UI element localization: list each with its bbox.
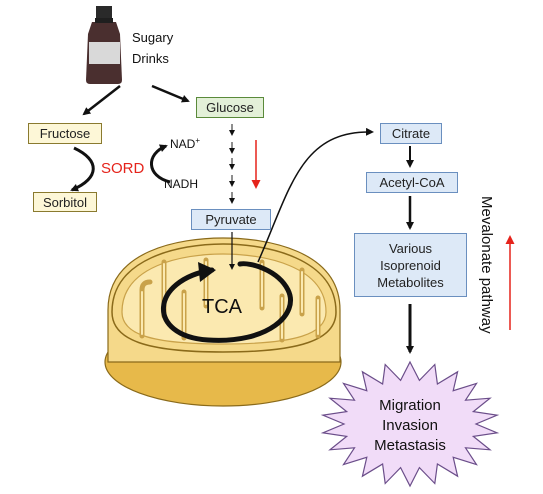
- arrow-drinks-glucose: [151, 84, 190, 103]
- mitochondrion: [104, 237, 342, 407]
- source-label-line1: Sugary: [132, 30, 174, 45]
- sorbitol-node: Sorbitol: [33, 192, 97, 212]
- tca-arrowhead: [198, 262, 216, 282]
- sord-enzyme-label: SORD: [101, 160, 145, 177]
- tca-cycle-arrow: [161, 261, 293, 343]
- arrow-mito-citrate: [257, 127, 374, 263]
- outcome-starburst: [320, 360, 500, 488]
- bottle-icon: [86, 6, 122, 84]
- nad-superscript: +: [195, 136, 201, 145]
- isoprenoid-line1: Various: [388, 240, 433, 256]
- sord-reaction-arc: [70, 146, 95, 192]
- nad-label: NAD+: [170, 136, 200, 151]
- nad-cycle-arc: [150, 144, 171, 184]
- citrate-node: Citrate: [380, 123, 442, 144]
- outcome-invasion: Invasion: [382, 417, 438, 434]
- nadh-label: NADH: [164, 177, 199, 191]
- acetyl-coa-node: Acetyl-CoA: [366, 172, 458, 193]
- glucose-node: Glucose: [196, 97, 264, 118]
- isoprenoid-node: Various Isoprenoid Metabolites: [354, 233, 467, 297]
- isoprenoid-line3: Metabolites: [377, 274, 444, 290]
- arrow-drinks-fructose: [82, 85, 121, 116]
- nad-text: NAD: [170, 137, 196, 151]
- mevalonate-pathway-label: Mevalonate pathway: [478, 196, 495, 334]
- outcome-migration: Migration: [379, 397, 441, 414]
- outcomes-text: Migration Invasion Metastasis: [352, 396, 468, 456]
- source-label-line2: Drinks: [132, 51, 169, 66]
- outcome-metastasis: Metastasis: [374, 437, 446, 454]
- pyruvate-node: Pyruvate: [191, 209, 271, 230]
- tca-label: TCA: [202, 296, 242, 318]
- isoprenoid-line2: Isoprenoid: [380, 257, 441, 273]
- fructose-node: Fructose: [28, 123, 102, 144]
